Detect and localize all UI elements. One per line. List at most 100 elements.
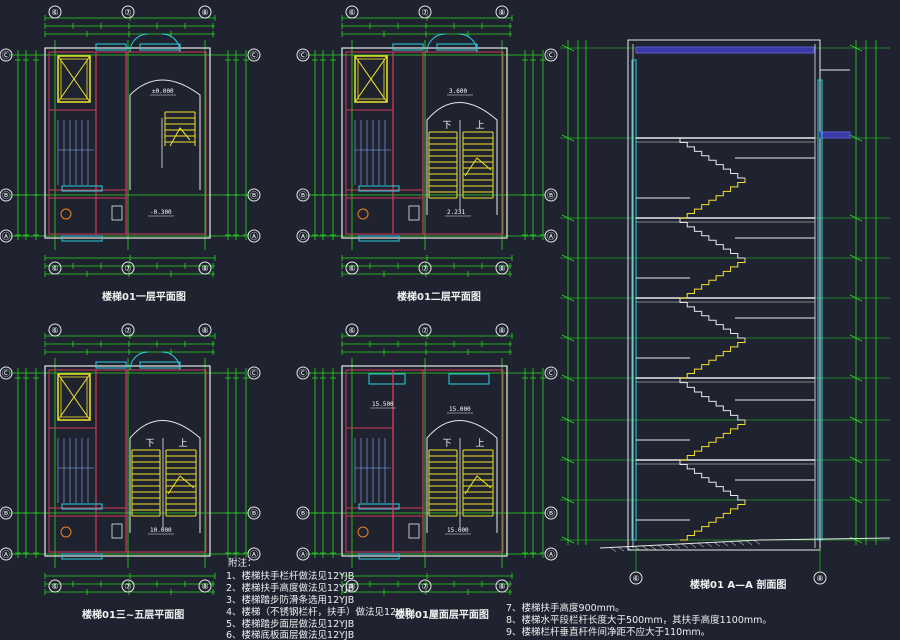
axis-label: Ⓒ — [2, 51, 10, 60]
axis-label: ⑧ — [498, 326, 505, 335]
ground-hatch — [745, 540, 753, 545]
level-tick — [561, 44, 575, 52]
axis-label: ⑦ — [124, 582, 131, 591]
axis-bubble — [418, 323, 432, 337]
inner-wall-line — [345, 51, 504, 235]
ground-hatch — [721, 541, 729, 547]
axis-bubble — [247, 229, 261, 243]
elevation-label: 15.000 — [449, 406, 471, 413]
elevator-car — [60, 376, 88, 418]
note-5: 5、楼梯踏步面层做法见12YJB — [226, 618, 354, 630]
ground-hatch — [609, 547, 617, 552]
stair-label-up: 上 — [475, 120, 484, 131]
axis-bubble — [247, 188, 261, 202]
axis-bubble — [247, 547, 261, 561]
level-tick — [561, 134, 575, 142]
level-tick — [561, 254, 575, 262]
level-tick — [849, 456, 863, 464]
elevator-cross — [57, 373, 91, 421]
ground-hatch — [633, 546, 641, 551]
axis-bubble — [544, 188, 558, 202]
section-window-strip — [817, 79, 823, 541]
axis-bubble — [345, 261, 359, 275]
notes-block: 附注： 1、楼梯扶手栏杆做法见12YJB 2、楼梯扶手高度做法见12YJB 3、… — [226, 557, 772, 640]
stair-arch — [129, 79, 201, 190]
outer-wall — [341, 365, 508, 557]
fixture — [357, 526, 369, 538]
elevation-label: 3.600 — [449, 88, 467, 95]
elevator-cross — [354, 55, 388, 103]
stair-flight-cut — [680, 500, 746, 541]
axis-label: ⑦ — [124, 8, 131, 17]
ground-hatch — [705, 542, 713, 547]
door-swing — [458, 33, 478, 53]
note-9: 9、楼梯栏杆垂直杆件间净距不应大于110mm。 — [506, 626, 710, 638]
caption-plan1: 楼梯01一层平面图 — [102, 290, 186, 303]
axis-label: Ⓒ — [2, 369, 10, 378]
axis-label: Ⓑ — [547, 191, 555, 200]
window — [358, 503, 400, 510]
axis-bubble — [495, 5, 509, 19]
axis-label: Ⓐ — [2, 550, 10, 559]
fixture — [408, 205, 420, 221]
roof-slab-side — [819, 131, 851, 139]
stair-flight-cut — [680, 258, 746, 299]
fixture — [408, 523, 420, 539]
outer-wall — [44, 365, 211, 557]
axis-bubble — [0, 48, 13, 62]
axis-label: ⑧ — [201, 264, 208, 273]
stair-arrow — [169, 127, 191, 147]
window-top — [436, 43, 478, 51]
inner-wall-line — [48, 51, 207, 235]
axis-bubble — [345, 323, 359, 337]
axis-bubble — [198, 323, 212, 337]
note-3: 3、楼梯踏步防滑条选用12YJB — [226, 594, 354, 606]
section-outline — [627, 39, 821, 551]
axis-bubble — [544, 547, 558, 561]
window — [358, 235, 400, 242]
roof-vent — [448, 373, 490, 385]
axis-label: ⑧ — [201, 8, 208, 17]
window-top — [392, 43, 424, 51]
axis-label: Ⓐ — [2, 232, 10, 241]
elevator-shaft — [57, 373, 91, 421]
axis-label: ⑦ — [421, 264, 428, 273]
axis-label: ⑥ — [348, 326, 355, 335]
axis-bubble — [0, 506, 13, 520]
level-tick — [849, 254, 863, 262]
level-tick — [849, 214, 863, 222]
axis-label: ⑦ — [124, 326, 131, 335]
level-tick — [561, 374, 575, 382]
elevation-label: ±0.000 — [152, 88, 174, 95]
ground-hatch — [681, 543, 689, 549]
level-tick — [561, 456, 575, 464]
level-tick — [561, 214, 575, 222]
axis-label: Ⓒ — [547, 369, 555, 378]
stair-label-up: 上 — [475, 438, 484, 449]
ground-hatch — [713, 542, 721, 547]
axis-bubble — [418, 261, 432, 275]
axis-bubble — [48, 323, 62, 337]
axis-bubble — [296, 229, 310, 243]
fixture — [60, 526, 72, 538]
ground-line — [599, 537, 891, 549]
level-tick — [849, 44, 863, 52]
axis-bubble — [418, 5, 432, 19]
axis-bubble — [495, 323, 509, 337]
axis-label: ⑥ — [348, 582, 355, 591]
ground-hatch — [729, 541, 737, 546]
stair-flight-cut — [680, 178, 746, 219]
axis-label: ⑧ — [498, 264, 505, 273]
elevator-car — [60, 58, 88, 100]
window — [358, 553, 400, 560]
stair-arch — [426, 102, 498, 215]
stair-arrow — [464, 157, 492, 177]
level-tick — [561, 294, 575, 302]
axis-bubble — [121, 323, 135, 337]
axis-bubble — [0, 366, 13, 380]
axis-label: ⑥ — [51, 264, 58, 273]
level-tick — [561, 416, 575, 424]
